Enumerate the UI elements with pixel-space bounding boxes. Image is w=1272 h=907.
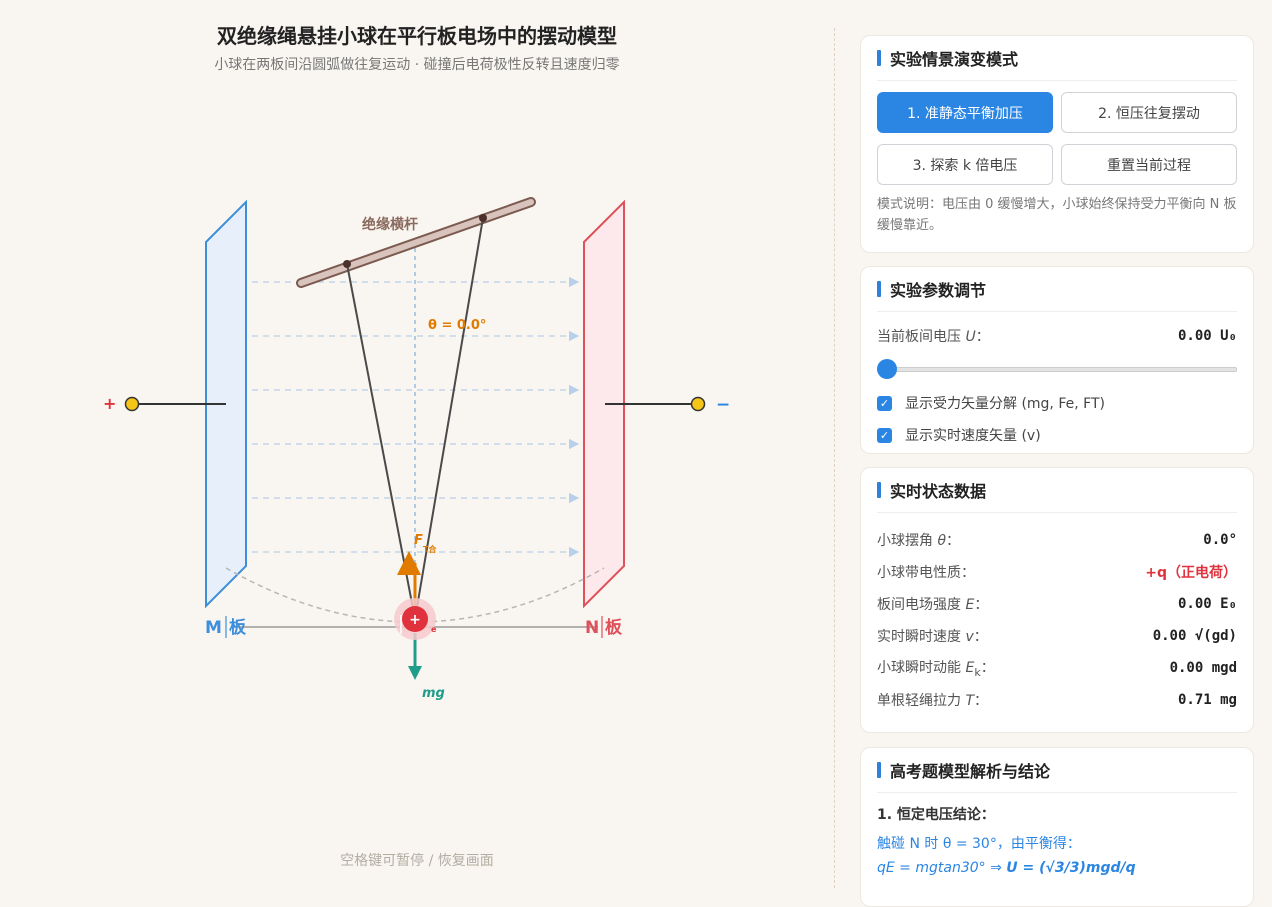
angle-label: θ = 0.0°	[428, 318, 486, 333]
panel-accent-bar	[877, 482, 881, 498]
params-panel: 实验参数调节 当前板间电压 U： 0.00 U₀ ✓ 显示受力矢量分解 (mg,…	[860, 266, 1254, 454]
state-row: 实时瞬时速度 v： 0.00 √(gd)	[877, 620, 1237, 652]
voltage-slider[interactable]	[877, 359, 1237, 379]
page-subtitle: 小球在两板间沿圆弧做往复运动 · 碰撞后电荷极性反转且速度归零	[214, 57, 620, 73]
apparatus-diagram: + − 绝缘横杆 θ = 0.0° F T合 mg + e	[103, 197, 730, 701]
panel-accent-bar	[877, 50, 881, 66]
charged-ball	[402, 606, 428, 632]
state-label: 单根轻绳拉力 T：	[877, 693, 989, 709]
minus-terminal-label: −	[716, 395, 730, 415]
string-right	[414, 217, 484, 620]
checkbox-checked-icon[interactable]: ✓	[877, 395, 892, 411]
gravity-label: mg	[422, 686, 445, 701]
velocity-vector-toggle[interactable]: ✓ 显示实时速度矢量 (v)	[877, 419, 1237, 451]
state-row: 板间电场强度 E： 0.00 E₀	[877, 588, 1237, 620]
mode-k-voltage-button[interactable]: 3. 探索 k 倍电压	[877, 144, 1053, 185]
voltage-slider-thumb[interactable]	[877, 359, 897, 379]
analysis-panel: 高考题模型解析与结论 1. 恒定电压结论： 触碰 N 时 θ = 30°，由平衡…	[860, 747, 1254, 907]
state-label: 实时瞬时速度 v：	[877, 629, 988, 645]
state-label: 小球带电性质：	[877, 565, 975, 581]
plate-m-letter: M	[205, 618, 222, 638]
plate-n-label: 板	[605, 617, 623, 638]
panel-accent-bar	[877, 281, 881, 297]
pause-hint: 空格键可暂停 / 恢复画面	[340, 853, 494, 869]
state-row: 小球瞬时动能 Ek： 0.00 mgd	[877, 652, 1237, 684]
mode-panel: 实验情景演变模式 1. 准静态平衡加压 2. 恒压往复摆动 3. 探索 k 倍电…	[860, 35, 1254, 253]
page-title: 双绝缘绳悬挂小球在平行板电场中的摆动模型	[217, 24, 617, 48]
analysis-line-2: qE = mgtan30° ⇒ U = (√3/3)mgd/q	[877, 860, 1136, 876]
state-label: 小球瞬时动能 Ek：	[877, 660, 995, 679]
state-value: 0.00 E₀	[1177, 596, 1237, 612]
state-label: 小球摆角 θ：	[877, 533, 961, 549]
ball-charge-sign: +	[409, 612, 421, 628]
electric-force-subscript: e	[431, 625, 437, 634]
plate-m-label: 板	[229, 617, 247, 638]
state-value: 0.00 √(gd)	[1152, 628, 1237, 644]
terminal-minus-icon	[690, 396, 706, 412]
state-panel: 实时状态数据 小球摆角 θ： 0.0° 小球带电性质： +q（正电荷） 板间电场强度 E…	[860, 467, 1254, 733]
analysis-section-title: 1. 恒定电压结论：	[877, 807, 995, 823]
state-row: 单根轻绳拉力 T： 0.71 mg	[877, 684, 1237, 716]
state-label: 板间电场强度 E：	[877, 597, 989, 613]
plus-terminal-label: +	[103, 394, 116, 413]
analysis-line-1: 触碰 N 时 θ = 30°，由平衡得：	[877, 836, 1081, 852]
force-vector-toggle[interactable]: ✓ 显示受力矢量分解 (mg, Fe, FT)	[877, 387, 1237, 419]
params-panel-title: 实验参数调节	[890, 281, 987, 300]
state-row: 小球摆角 θ： 0.0°	[877, 524, 1237, 556]
reset-process-button[interactable]: 重置当前过程	[1061, 144, 1237, 185]
mode-panel-title: 实验情景演变模式	[890, 50, 1019, 69]
mode-quasistatic-button[interactable]: 1. 准静态平衡加压	[877, 92, 1053, 133]
mode-constant-voltage-button[interactable]: 2. 恒压往复摆动	[1061, 92, 1237, 133]
state-row: 小球带电性质： +q（正电荷）	[877, 556, 1237, 588]
analysis-panel-title: 高考题模型解析与结论	[890, 762, 1051, 781]
net-force-subscript: T合	[423, 544, 437, 554]
divider	[834, 28, 835, 888]
plate-n-letter: N	[585, 618, 599, 638]
voltage-label: 当前板间电压 U：	[877, 329, 990, 345]
checkbox-checked-icon[interactable]: ✓	[877, 427, 892, 443]
net-force-label: F	[414, 533, 423, 548]
rod-label: 绝缘横杆	[362, 216, 418, 233]
string-left	[346, 263, 416, 620]
voltage-value: 0.00 U₀	[1177, 328, 1237, 344]
simulation-canvas: 双绝缘绳悬挂小球在平行板电场中的摆动模型 小球在两板间沿圆弧做往复运动 · 碰撞…	[103, 24, 730, 869]
state-value: 0.0°	[1203, 532, 1237, 548]
state-value: 0.00 mgd	[1169, 660, 1237, 676]
terminal-plus-icon	[124, 396, 140, 412]
plate-n	[583, 199, 625, 609]
mode-description: 模式说明：电压由 0 缓慢增大，小球始终保持受力平衡向 N 板缓慢靠近。	[877, 197, 1237, 233]
state-panel-title: 实时状态数据	[890, 482, 987, 501]
panel-accent-bar	[877, 762, 881, 778]
state-value: +q（正电荷）	[1145, 565, 1237, 581]
state-value: 0.71 mg	[1177, 692, 1237, 708]
